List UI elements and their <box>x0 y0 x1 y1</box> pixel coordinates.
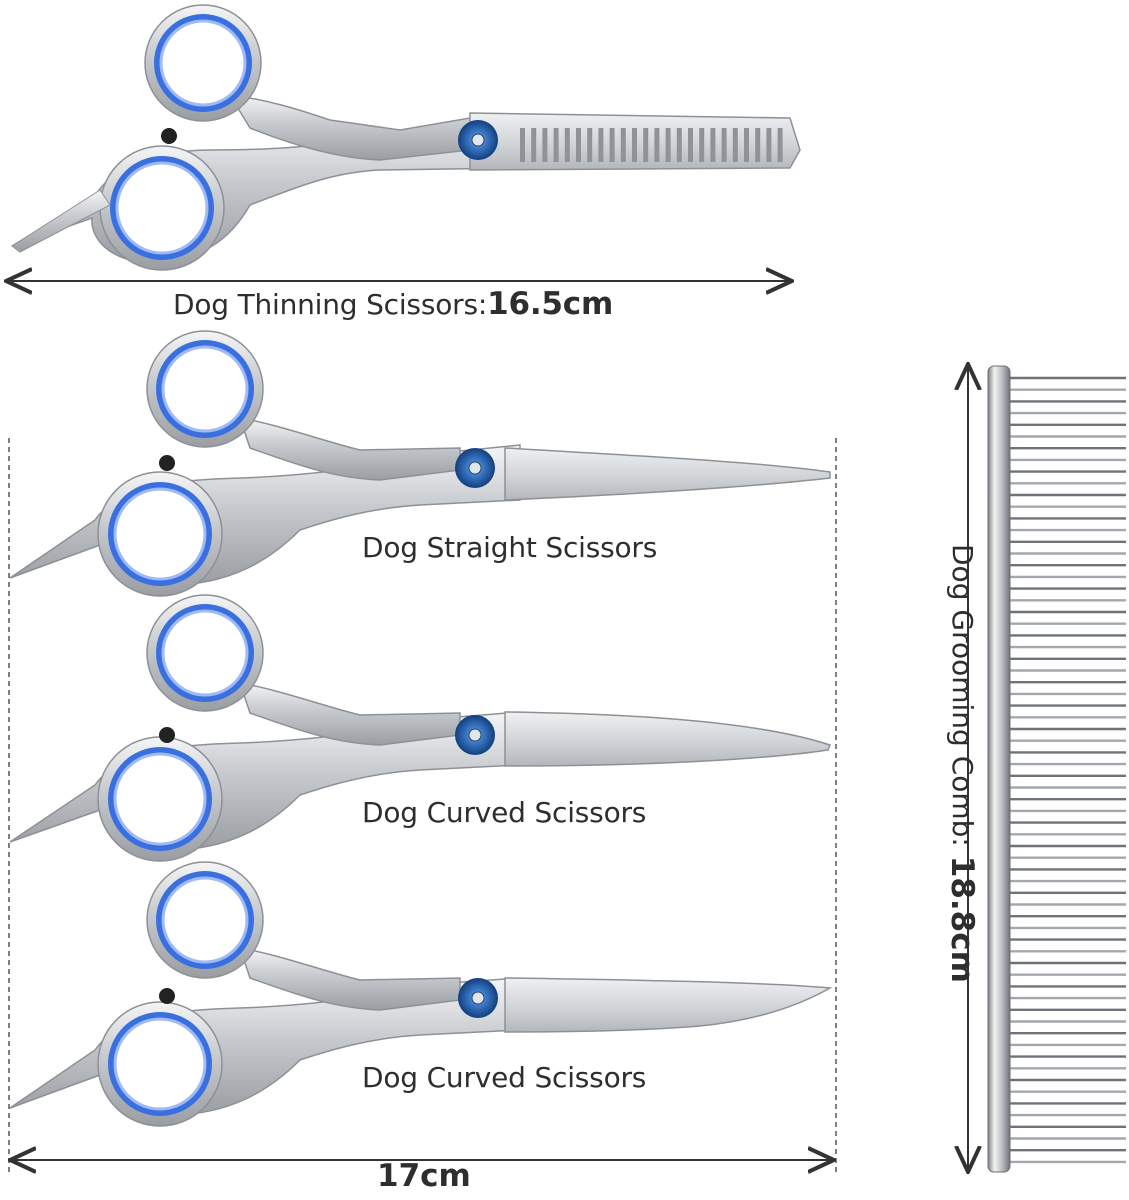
thinning-scissors-label: Dog Thinning Scissors:16.5cm <box>173 286 614 322</box>
scissors-width-label: 17cm <box>377 1158 471 1194</box>
grooming-comb <box>987 365 1126 1173</box>
straight-scissors-label: Dog Straight Scissors <box>362 531 658 564</box>
curved-scissors <box>9 861 833 1127</box>
comb-spine <box>987 365 1011 1173</box>
thinning-size: 16.5cm <box>487 286 614 322</box>
curved-scissors-label-2: Dog Curved Scissors <box>362 1061 647 1094</box>
comb-size: 18.8cm <box>944 855 980 983</box>
straight-scissors <box>9 330 831 597</box>
comb-label: Dog Grooming Comb: 18.8cm <box>944 544 980 983</box>
comb-teeth <box>1008 376 1126 1164</box>
curved-scissors-label: Dog Curved Scissors <box>362 796 647 829</box>
curved-scissors <box>9 594 831 862</box>
thinning-scissors <box>11 4 801 271</box>
thinning-teeth <box>520 128 783 162</box>
